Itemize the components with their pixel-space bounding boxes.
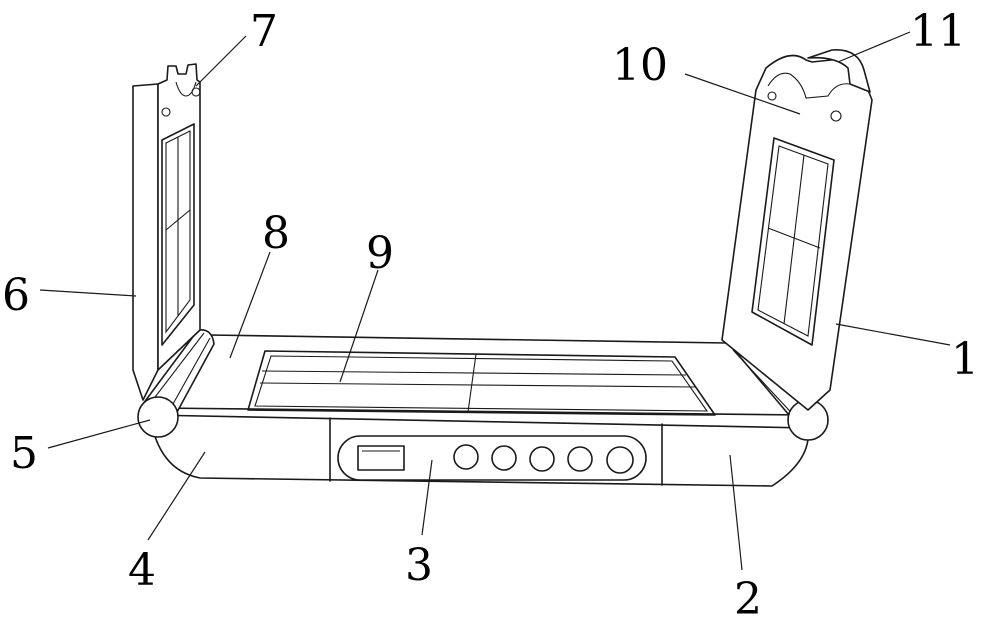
mount-hole [161, 107, 171, 117]
round-button-4 [567, 446, 593, 472]
control-panel [337, 435, 647, 481]
button-strip [337, 435, 647, 481]
mount-hole [767, 91, 777, 101]
left-panel [132, 63, 201, 401]
front-housing [149, 414, 810, 487]
display-window [247, 350, 716, 416]
round-button-2 [491, 445, 517, 471]
display-slot [357, 445, 405, 471]
leader-lines [39, 31, 951, 571]
right-panel-face [721, 54, 873, 411]
round-button-1 [453, 444, 479, 470]
mount-hole [191, 87, 201, 97]
label-3: 3 [405, 540, 433, 591]
label-6: 6 [2, 270, 30, 321]
label-7: 7 [250, 6, 278, 57]
label-11: 11 [910, 6, 966, 57]
round-button-5 [606, 446, 634, 474]
mount-hole [830, 110, 842, 122]
reference-labels: 1 2 3 4 5 6 7 8 9 10 11 [2, 6, 979, 620]
round-button-3 [529, 446, 555, 472]
right-panel-cap [807, 49, 871, 93]
label-1: 1 [951, 334, 979, 385]
label-9: 9 [366, 228, 394, 279]
label-2: 2 [734, 574, 762, 620]
left-panel-side [132, 83, 159, 401]
rotary-knob-left [137, 396, 179, 438]
label-4: 4 [128, 545, 156, 596]
label-8: 8 [262, 208, 290, 259]
label-10: 10 [612, 40, 668, 91]
right-panel [721, 49, 873, 411]
base-body [149, 414, 810, 487]
label-5: 5 [10, 428, 38, 479]
